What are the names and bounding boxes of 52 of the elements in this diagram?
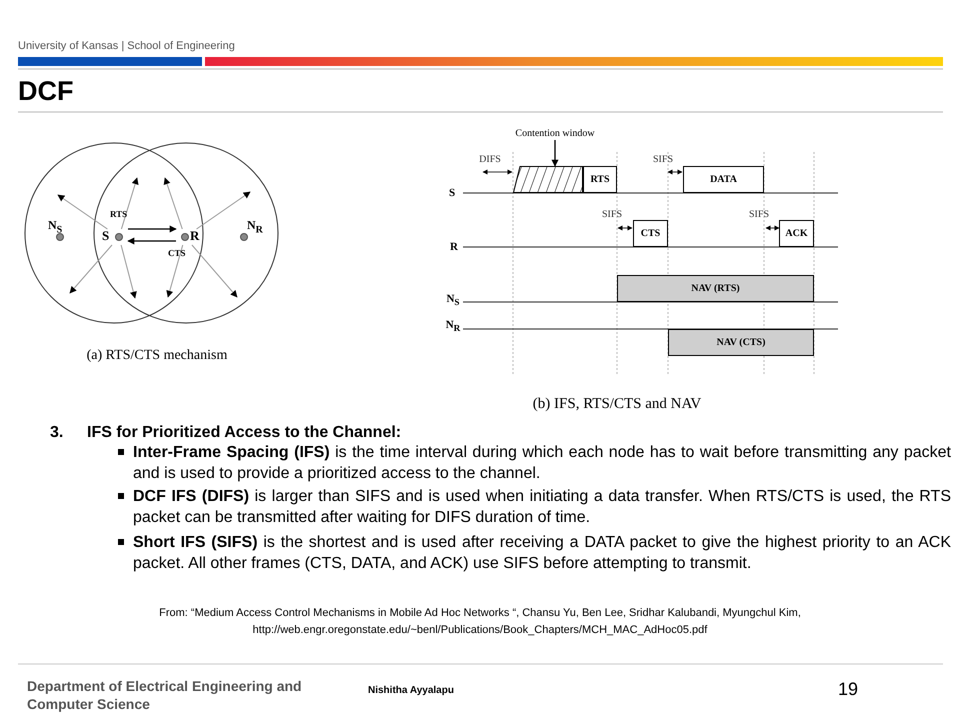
- nav-label: NAV (CTS): [716, 337, 766, 348]
- source-url: http://web.engr.oregonstate.edu/~benl/Publications/Book_Chapters/MCH_MAC_AdHoc05.pdf: [252, 623, 708, 637]
- bullet-text: DCF IFS (DIFS) is larger than SIFS and is used when initiating a data transfer. When RTS/CTS is used, the RTS packet can be transmitted after waiting for DIFS duration of time.: [133, 487, 951, 528]
- edge-label: CTS: [168, 248, 186, 258]
- direction-arrow: [166, 244, 184, 298]
- frame-box: [779, 220, 814, 247]
- row-label: S: [448, 186, 456, 200]
- slide-title: DCF: [18, 76, 74, 107]
- page-number: 19: [838, 678, 860, 701]
- direction-arrow: [191, 244, 238, 298]
- figure-caption: (b) IFS, RTS/CTS and NAV: [532, 395, 702, 414]
- station-label: N$_{S}$: [48, 218, 62, 238]
- leader-line: [552, 140, 558, 167]
- frame-box: [633, 220, 668, 247]
- header-text: University of Kansas | School of Engineering: [18, 39, 236, 53]
- arrow: [127, 238, 176, 244]
- footer-department: Department of Electrical Engineering and Computer Science: [27, 677, 303, 713]
- direction-arrow: [70, 244, 112, 294]
- row-label: N$_{R}$: [444, 318, 462, 336]
- station-label: S: [102, 229, 110, 243]
- frame-label: DATA: [710, 174, 737, 185]
- interval-label: DIFS: [478, 153, 502, 166]
- source-text: From: “Medium Access Control Mechanisms in Mobile Ad Hoc Networks “, Chansu Yu, Ben Lee, Sridhar Kalubandi, Myungchul Kim,: [158, 606, 802, 620]
- bullet-text: Inter-Frame Spacing (IFS) is the time interval during which each node has to wait before transmitting any packet and is used to provide a prioritized access to the channel.: [133, 443, 951, 484]
- edge-label: RTS: [110, 209, 128, 219]
- frame-box: [683, 166, 764, 193]
- direction-arrow: [120, 244, 137, 299]
- interval-label: SIFS: [748, 208, 770, 221]
- row-label: R: [449, 240, 459, 254]
- list-heading: IFS for Prioritized Access to the Channel:: [87, 423, 402, 443]
- frame-label: CTS: [640, 228, 660, 239]
- row-label: N$_{S}$: [445, 292, 461, 310]
- bullet-text: Short IFS (SIFS) is the shortest and is used after receiving a DATA packet to give the highest priority to an ACK packet. All other frames (CTS, DATA, and ACK) use SIFS before attempting to transmit.: [133, 533, 951, 574]
- direction-arrow: [57, 194, 108, 230]
- direction-arrow: [120, 177, 138, 230]
- list-number: 3.: [50, 423, 64, 443]
- nav-bar: [668, 329, 814, 356]
- frame-label: RTS: [590, 174, 610, 185]
- interval-label: SIFS: [652, 153, 674, 166]
- direction-arrow: [196, 192, 251, 230]
- interval-label: SIFS: [600, 208, 623, 221]
- station-label: N$_{R}$: [247, 218, 263, 238]
- frame-label: ACK: [785, 228, 808, 239]
- arrow: [128, 226, 177, 232]
- station-label: R: [190, 229, 200, 243]
- direction-arrow: [164, 177, 183, 230]
- figure-caption: (a) RTS/CTS mechanism: [86, 347, 228, 365]
- nav-label: NAV (RTS): [691, 283, 740, 294]
- nav-bar: [617, 275, 814, 302]
- footer-author: Nishitha Ayyalapu: [368, 684, 455, 697]
- annotation-text: Contention window: [514, 127, 596, 140]
- frame-box: [583, 166, 617, 193]
